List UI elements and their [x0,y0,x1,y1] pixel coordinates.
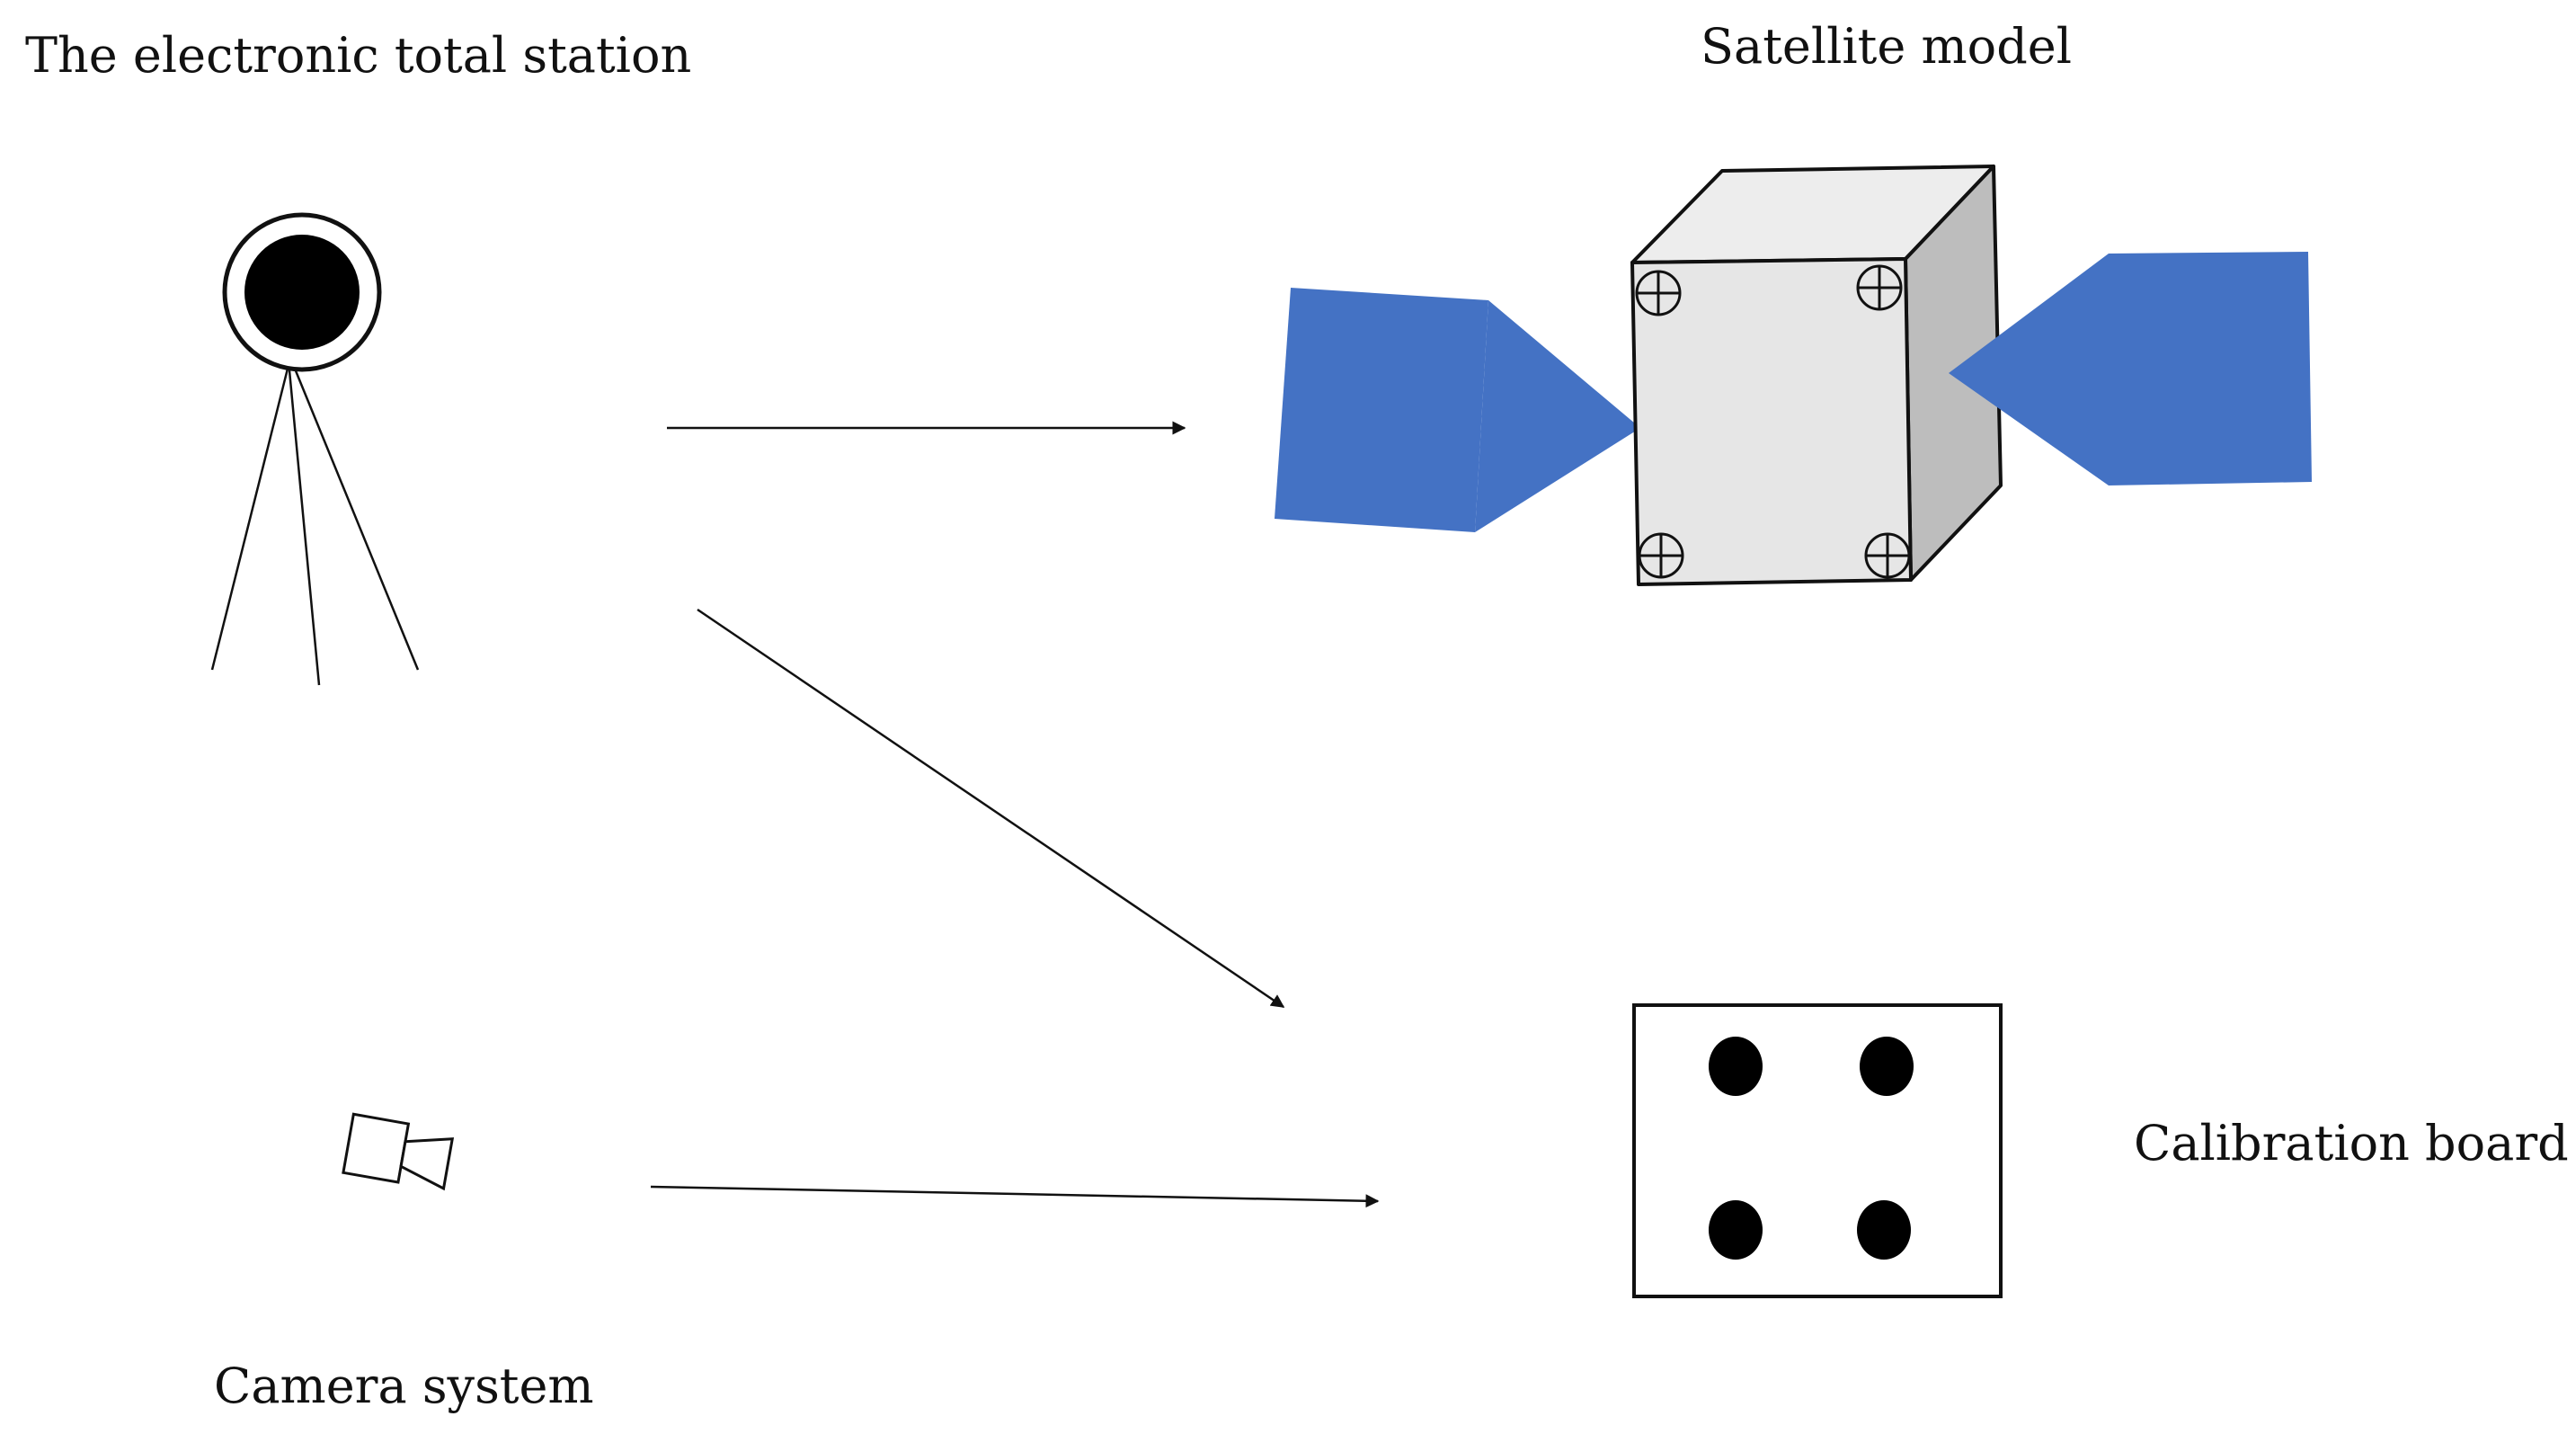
arrow-camera-to-board [650,1185,1380,1208]
crosshair-circle-icon [1864,532,1911,579]
tripod-station-icon [210,212,420,686]
left-solar-panel [1275,288,1640,532]
board-dot [1709,1037,1763,1096]
camera-system-label: Camera system [214,1358,594,1414]
board-dot [1860,1037,1914,1096]
crosshair-circle-icon [1856,264,1903,311]
total-station-label: The electronic total station [25,27,691,84]
right-solar-panel [1949,252,2312,485]
arrow-station-to-board [697,608,1285,1009]
calibration-board [1632,1003,2003,1298]
crosshair-circle-icon [1638,532,1684,579]
board-dot [1857,1200,1911,1260]
satellite-body [1630,165,2003,586]
camera-icon [342,1112,455,1191]
board-dot [1709,1200,1763,1260]
satellite-icon [1275,165,2312,586]
satellite-model-label: Satellite model [1701,18,2072,75]
calibration-board-label: Calibration board [2134,1115,2569,1171]
crosshair-circle-icon [1635,270,1682,316]
